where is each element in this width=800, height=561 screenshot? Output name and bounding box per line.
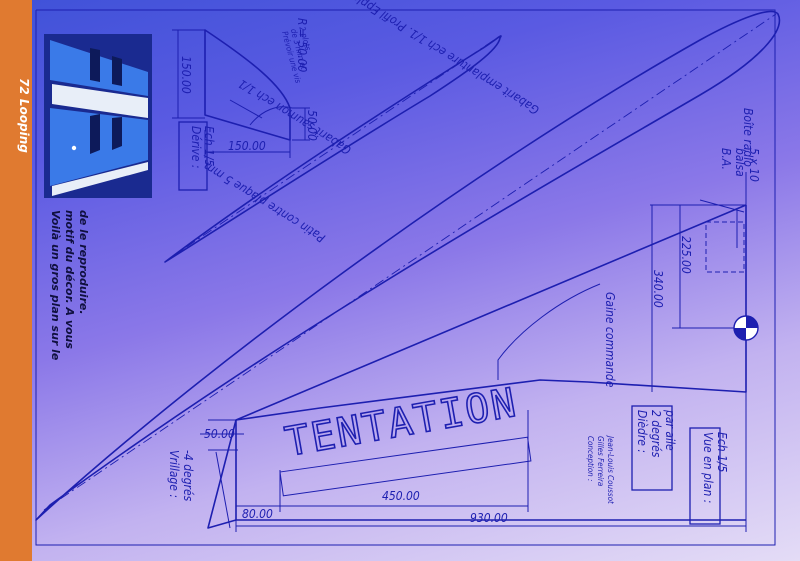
fin-title: Dérive : Ech 1/5 xyxy=(189,126,216,172)
wing-leading-edge xyxy=(235,204,747,421)
washout-note: Vrillage : -4 degrés xyxy=(167,450,195,502)
plan-view-line-2: Ech 1/5 xyxy=(715,432,729,473)
dim-450: 450.00 xyxy=(382,489,420,503)
dim-50: 50.00 xyxy=(204,427,235,441)
tip-template-chord xyxy=(169,35,501,259)
design-credit-line-3: Jean-Louis Coussot xyxy=(606,434,615,505)
washout-line-1: Vrillage : xyxy=(167,450,181,498)
washout-detail xyxy=(200,419,244,529)
fin-title-box xyxy=(178,121,208,191)
design-credit-line-2: Gilles Ferreira xyxy=(596,436,605,486)
fin-tip-dim: 50.00 xyxy=(305,110,319,141)
fin-drawing xyxy=(172,29,310,191)
leading-edge-line-3: 5 x 10 xyxy=(747,148,761,182)
fin-radius-label: R = 50.00 xyxy=(295,18,309,72)
photo-caption-line-2: motif du décor. A vous xyxy=(63,210,76,349)
design-credit-line-1: Conception : xyxy=(586,436,595,481)
brand-name: TENTATION xyxy=(282,380,521,466)
dihedral-line-2: 2 degrés xyxy=(649,410,663,458)
photo-caption-line-1: Voilà un gros plan sur le xyxy=(49,210,62,361)
radio-area xyxy=(497,172,759,392)
decor-photo xyxy=(44,34,152,198)
page-label: 72 Looping xyxy=(17,78,31,153)
dim-80: 80.00 xyxy=(242,507,273,521)
leading-edge-line-2: balsa xyxy=(733,148,747,177)
root-template-label: Gabarit emplanture ech 1/1. Profil Epple… xyxy=(275,0,542,117)
plan-view-note: Vue en plan : Ech 1/5 xyxy=(701,432,729,507)
dihedral-line-1: Dièdre : xyxy=(635,410,649,453)
photo-caption: Voilà un gros plan sur le motif du décor… xyxy=(49,210,90,364)
dihedral-box xyxy=(631,405,673,491)
leading-edge-line-1: B.A. xyxy=(719,148,733,170)
washout-line-2: -4 degrés xyxy=(181,450,195,502)
tip-template xyxy=(164,35,502,263)
page-frame xyxy=(35,9,776,546)
photo-caption-line-3: de le reproduire. xyxy=(77,210,90,315)
brand-panel xyxy=(279,436,532,497)
plan-view-line-1: Vue en plan : xyxy=(701,432,715,503)
fin-height-dim: 150.00 xyxy=(179,56,193,94)
design-credit: Conception : Gilles Ferreira Jean-Louis … xyxy=(586,434,615,505)
dihedral-line-3: par aile xyxy=(663,409,677,451)
radio-box-label: Boîte radio xyxy=(741,108,755,167)
root-template-chord xyxy=(43,13,777,511)
root-template xyxy=(35,10,781,521)
fin-width-dim: 150.00 xyxy=(228,139,266,153)
radio-dim-340: 340.00 xyxy=(651,270,665,308)
leading-edge-note: B.A. balsa 5 x 10 xyxy=(719,148,761,182)
plan-view-box xyxy=(689,427,721,525)
radio-dim-225: 225.00 xyxy=(679,236,693,274)
dim-930: 930.00 xyxy=(470,511,508,525)
side-strip xyxy=(0,0,32,561)
control-sleeve-label: Gaine commande xyxy=(603,292,617,388)
wing-outline xyxy=(235,205,747,521)
fin-screw-note: Prévoir une vis de 3 mm et 2 plots xyxy=(280,26,321,87)
bottom-dimensions xyxy=(235,392,747,532)
dihedral-note: Dièdre : 2 degrés par aile xyxy=(635,409,677,461)
fin-title-line-1: Dérive : xyxy=(189,126,203,169)
fin-title-line-2: Ech 1/5 xyxy=(202,126,216,167)
